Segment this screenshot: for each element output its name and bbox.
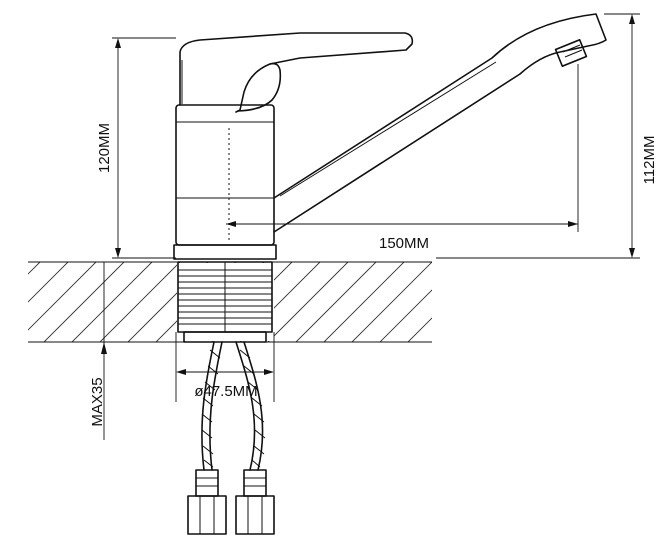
hose-left-crimp — [195, 469, 219, 497]
dimension-max-counter: MAX35 — [89, 262, 107, 440]
dimension-spout-reach: 150MM — [226, 64, 579, 252]
faucet-body — [173, 104, 277, 260]
label-diameter-47-5mm: ø47.5MM — [194, 383, 257, 400]
hose-right-crimp — [243, 469, 267, 497]
faucet-base-ring — [173, 244, 277, 260]
label-max35: MAX35 — [89, 377, 106, 426]
countertop-section — [28, 261, 432, 343]
lever-handle — [179, 32, 414, 113]
label-150mm: 150MM — [379, 235, 429, 252]
dimension-height-spout: 112MM — [436, 13, 658, 259]
dimension-height-body: 120MM — [96, 37, 176, 259]
hose-left-nut — [187, 495, 227, 535]
hose-right-nut — [235, 495, 275, 535]
dimension-base-diameter: ø47.5MM — [175, 332, 275, 402]
spout-aerator — [554, 38, 588, 68]
label-120mm: 120MM — [96, 123, 113, 173]
threaded-shank — [177, 261, 273, 343]
label-112mm: 112MM — [641, 136, 658, 185]
supply-hoses — [187, 341, 275, 535]
spout — [273, 13, 607, 233]
